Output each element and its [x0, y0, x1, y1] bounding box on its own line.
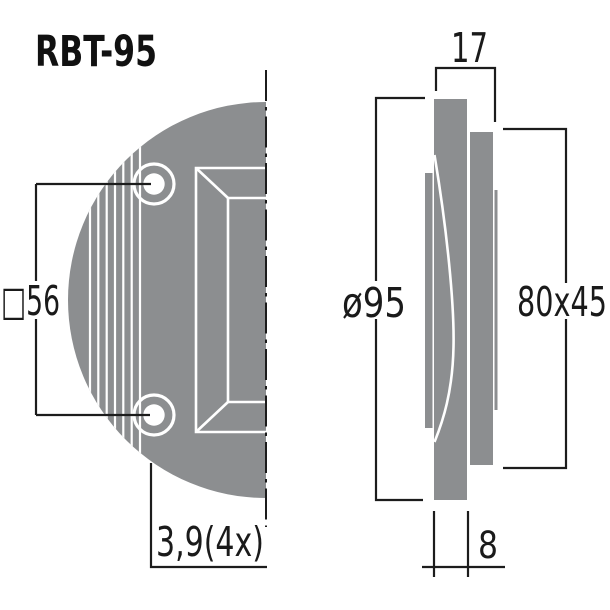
rim-rib-lines	[88, 102, 142, 498]
dim-label-diameter: ø95	[342, 279, 406, 327]
dim-lines-hole-diameter	[149, 463, 267, 569]
dim-lines-mounting-square	[34, 182, 151, 417]
dim-label-flange: 8	[478, 524, 498, 567]
dim-label-mounting-square: □56	[1, 277, 60, 325]
dim-lines-depth	[434, 66, 497, 122]
front-view: □56 3,9(4x)	[1, 70, 267, 569]
dome-contour-line	[434, 154, 455, 443]
dim-lines-flange	[422, 511, 505, 577]
dim-lines-opening	[503, 127, 568, 470]
dim-label-depth: 17	[451, 24, 488, 72]
opening-bevel	[194, 166, 267, 434]
side-view: 17 ø95 80x45 8	[342, 24, 607, 577]
rim-edge-profile	[425, 173, 433, 428]
dim-label-opening: 80x45	[517, 278, 607, 326]
rear-edge-profile	[494, 190, 498, 410]
dim-label-hole-diameter: 3,9(4x)	[156, 518, 264, 566]
model-title: RBT-95	[35, 27, 157, 77]
rear-plate-profile	[470, 132, 493, 465]
faceplate-semicircle	[68, 102, 266, 498]
faceplate-profile	[434, 99, 467, 500]
dim-lines-diameter	[374, 96, 425, 502]
